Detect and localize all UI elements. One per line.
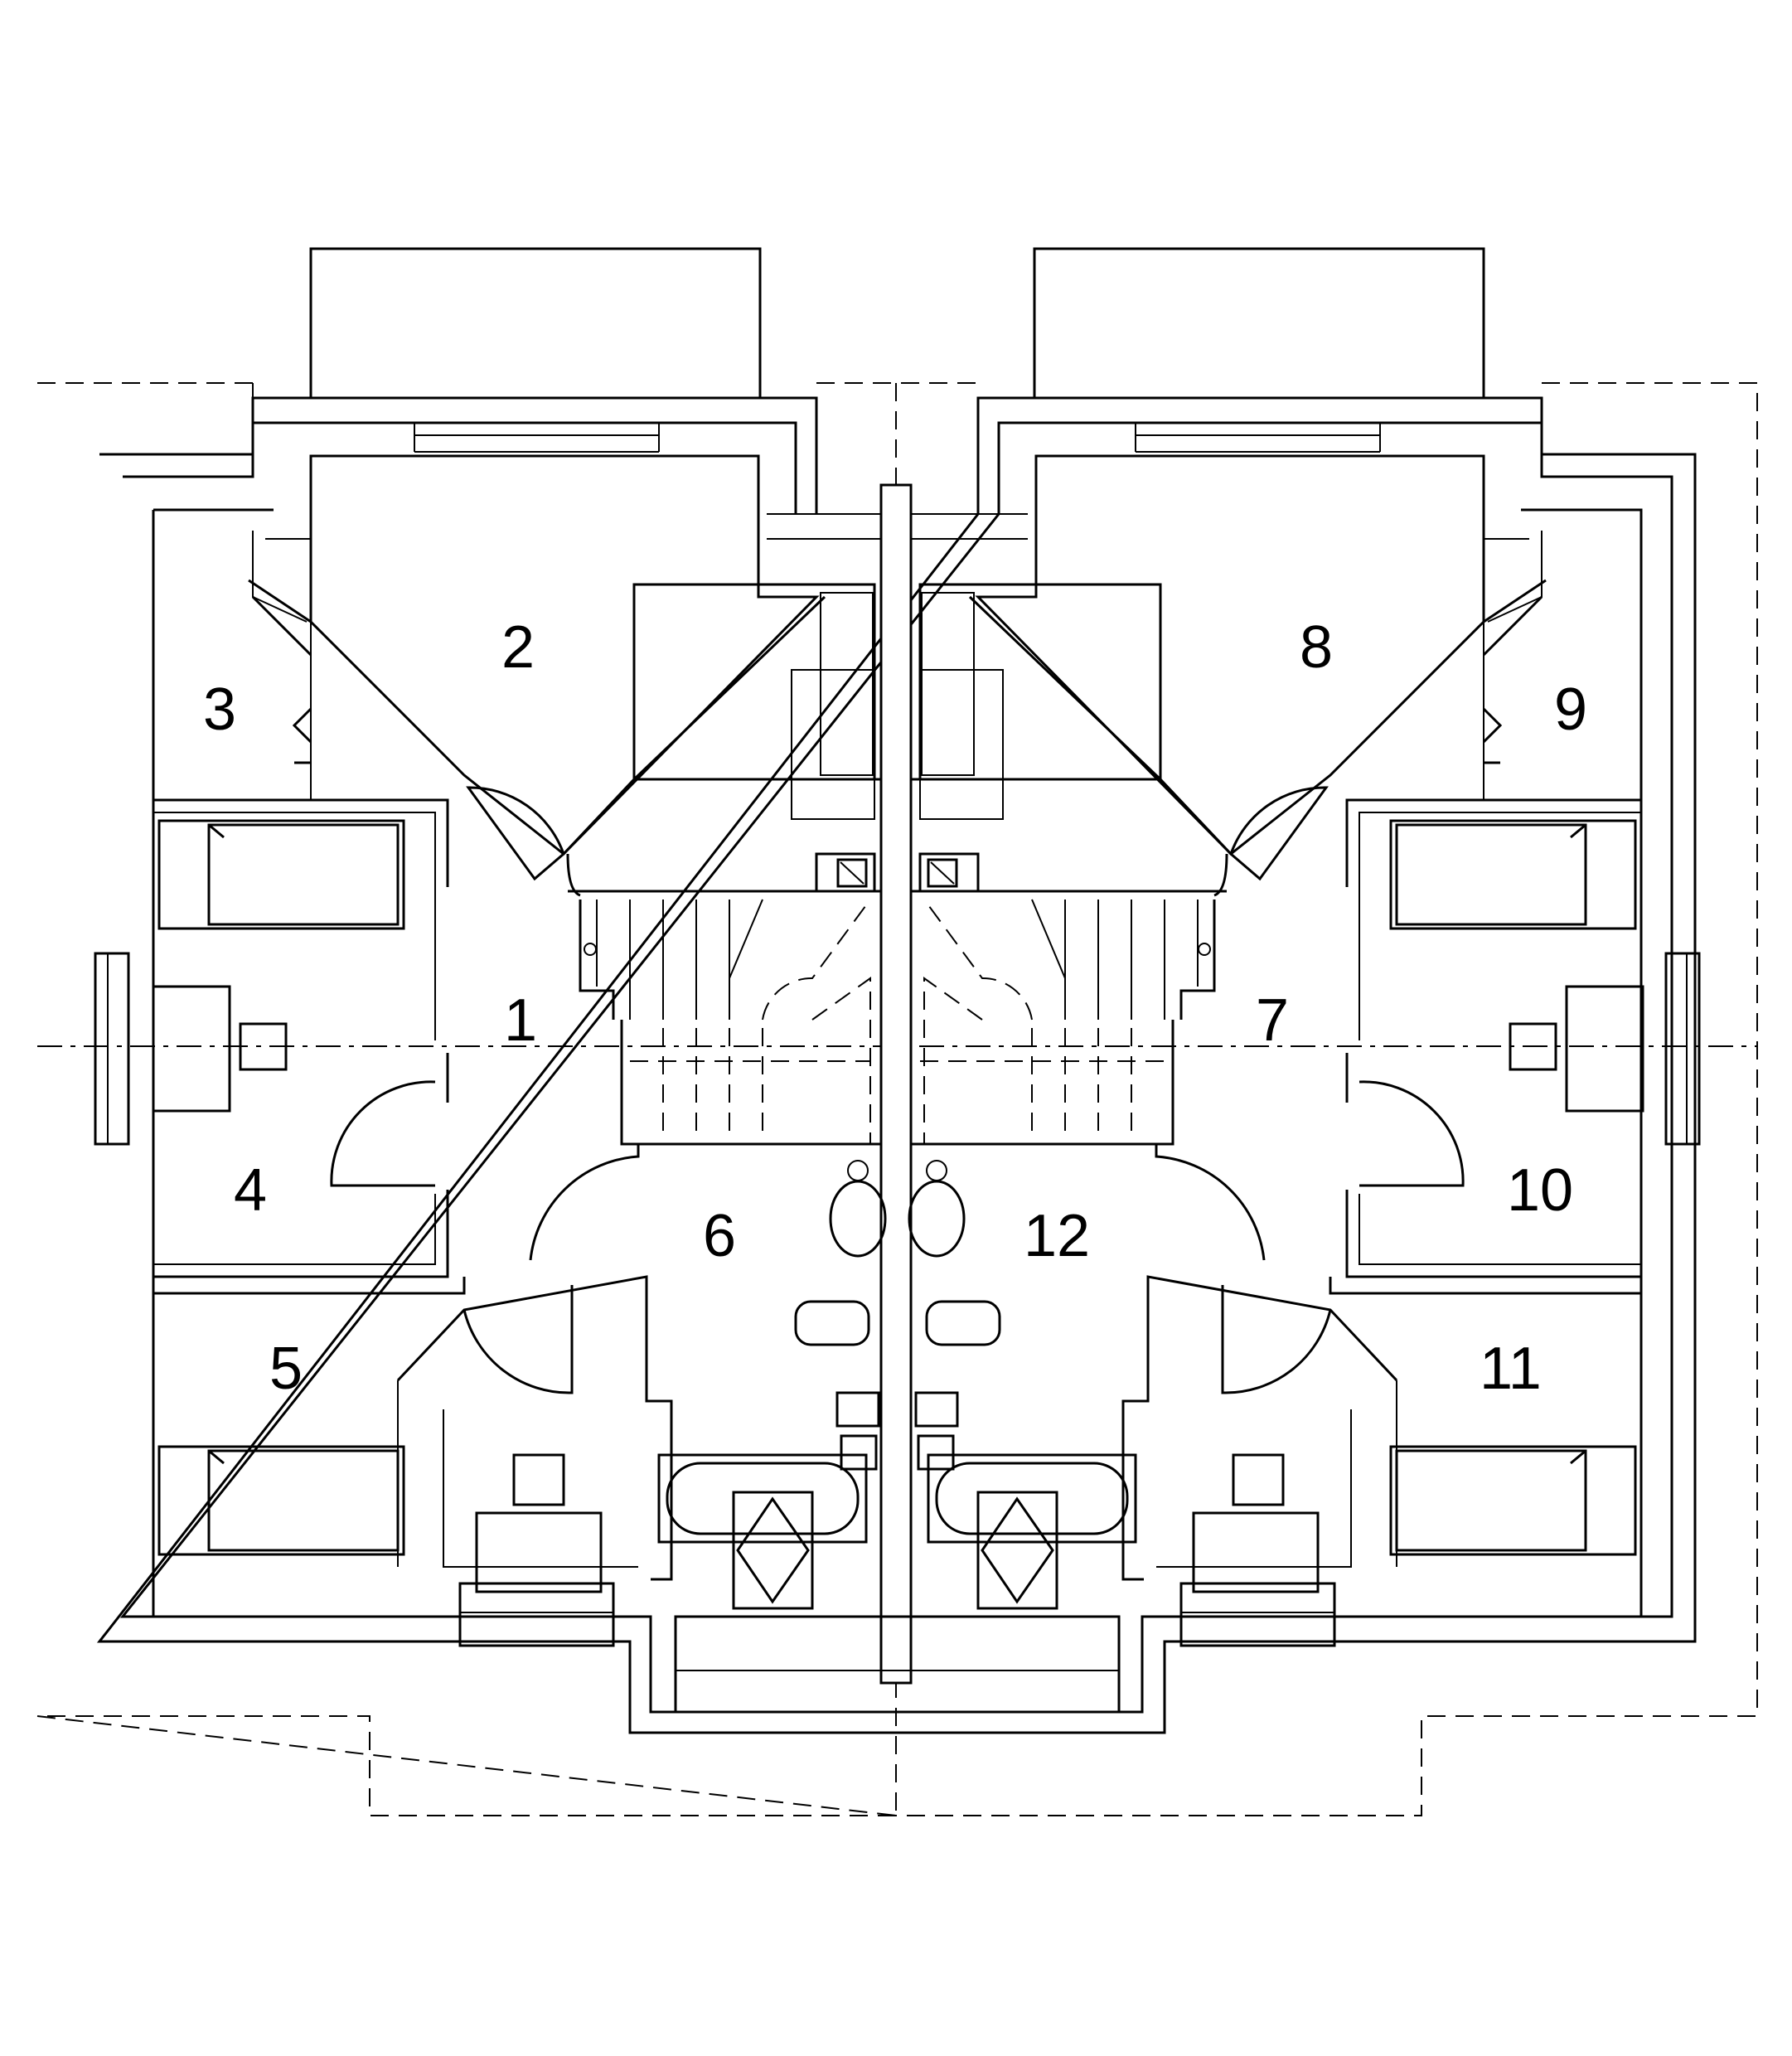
outer-walls — [96, 396, 1697, 1734]
partitions-right — [1121, 579, 1641, 1581]
beds — [157, 819, 1637, 1556]
room-label-8: 8 — [1300, 614, 1333, 681]
bathroom-fixtures — [657, 1160, 1137, 1610]
stair-landing — [562, 583, 1233, 897]
room-label-11: 11 — [1480, 1336, 1542, 1402]
dormers — [309, 247, 1485, 400]
room-labels: 1 2 3 4 5 6 7 8 9 10 11 12 — [203, 614, 1587, 1402]
party-wall — [879, 483, 913, 1685]
chimney-flues — [815, 852, 980, 1471]
room-label-9: 9 — [1554, 676, 1587, 743]
room-label-7: 7 — [1256, 987, 1289, 1054]
room-label-1: 1 — [504, 987, 537, 1054]
doors — [330, 786, 1465, 1394]
room-label-12: 12 — [1024, 1203, 1090, 1269]
room-label-6: 6 — [703, 1203, 736, 1269]
room-label-5: 5 — [269, 1336, 303, 1402]
room-label-3: 3 — [203, 676, 236, 743]
room-label-10: 10 — [1507, 1157, 1573, 1224]
side-windows — [94, 952, 1701, 1146]
bottom-windows — [458, 1582, 1336, 1714]
desks — [152, 985, 1644, 1593]
staircase — [579, 899, 1216, 1146]
room-label-2: 2 — [501, 614, 535, 681]
room-label-4: 4 — [234, 1157, 267, 1224]
